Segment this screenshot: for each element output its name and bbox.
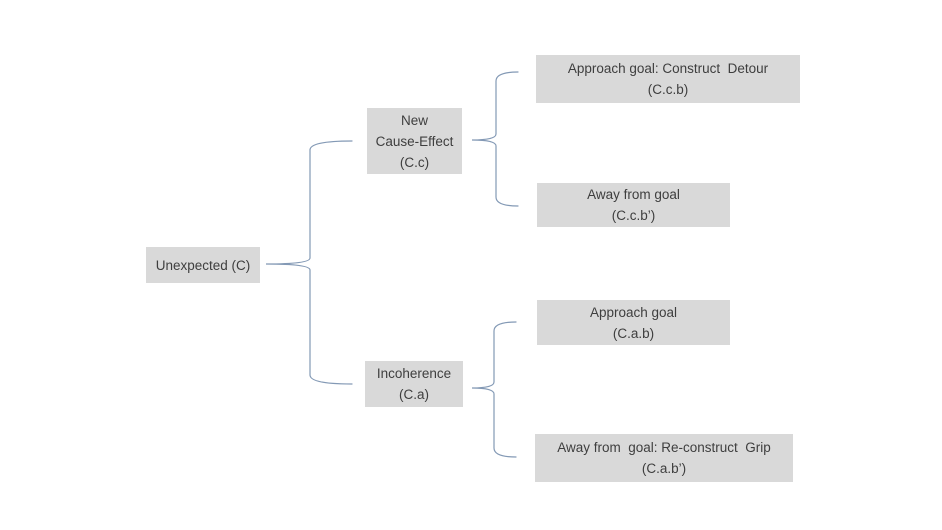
node-ccb-label-line: (C.c.b): [647, 82, 689, 97]
brace-connector-incoherence: [471, 321, 517, 458]
node-ccb-prime-label-line: (C.c.b’): [611, 208, 656, 223]
node-ccb-prime: Away from goal (C.c.b’): [537, 183, 730, 227]
node-new-cause-effect-label-line: New: [400, 112, 428, 128]
node-cab-prime-label-line: (C.a.b’): [641, 461, 687, 476]
node-cab-prime-label-line: Away from goal: Re-construct Grip: [557, 440, 771, 455]
node-ccb: Approach goal: Construct Detour (C.c.b): [536, 55, 800, 103]
node-ccb-prime-label-line: Away from goal: [587, 187, 680, 202]
node-incoherence: Incoherence (C.a): [365, 361, 463, 407]
node-incoherence-label-line: (C.a): [399, 387, 429, 402]
node-unexpected-label-line: Unexpected (C): [155, 257, 251, 273]
node-new-cause-effect-label-line: (C.c): [399, 154, 430, 170]
node-ccb-label-line: Approach goal: Construct Detour: [567, 61, 769, 76]
node-cab-prime: Away from goal: Re-construct Grip (C.a.b’…: [535, 434, 793, 482]
brace-connector-unexpected: [265, 140, 353, 385]
node-cab: Approach goal (C.a.b): [537, 300, 730, 345]
node-cab-label-line: Approach goal: [589, 304, 678, 320]
node-unexpected: Unexpected (C): [146, 247, 260, 283]
node-cab-label-line: (C.a.b): [612, 325, 655, 341]
node-new-cause-effect-label-line: Cause-Effect: [375, 133, 454, 149]
brace-connector-new-cause-effect: [471, 71, 519, 207]
node-incoherence-label-line: Incoherence: [376, 366, 452, 381]
